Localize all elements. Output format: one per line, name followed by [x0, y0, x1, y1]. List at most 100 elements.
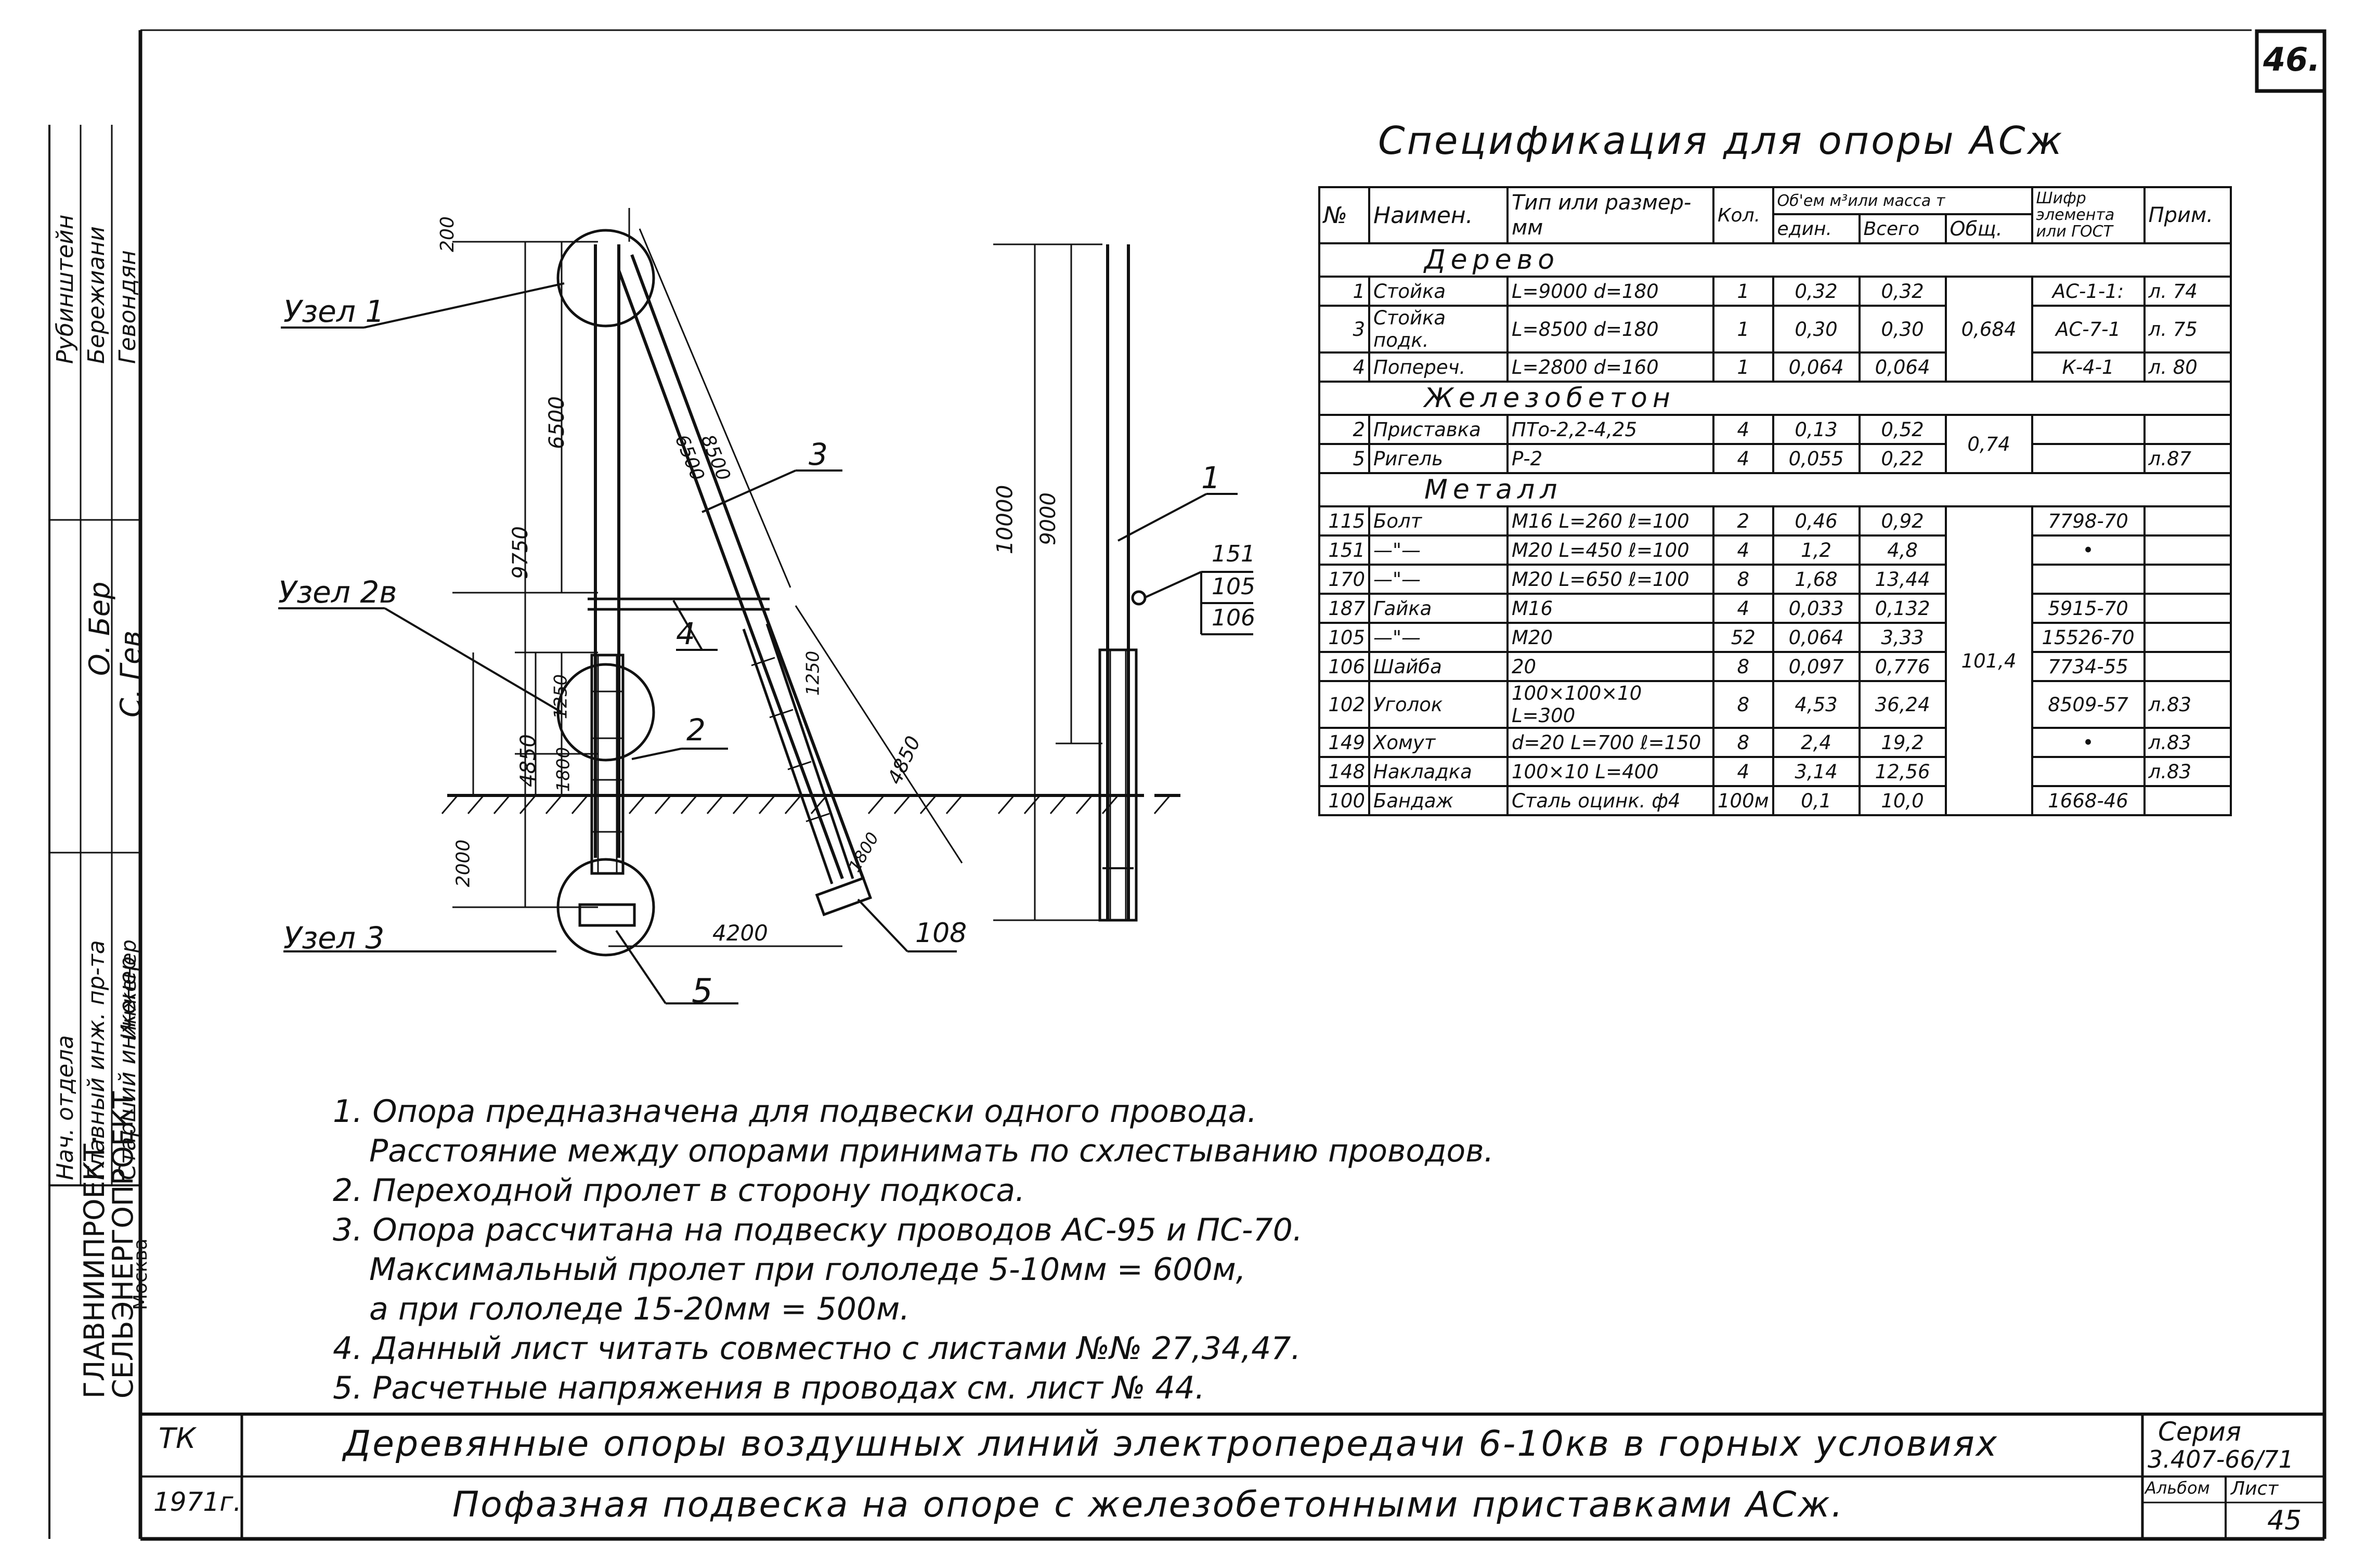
spec-section-concrete: Железобетон	[1318, 381, 2232, 416]
spec-cell-unit: 1,68	[1772, 564, 1861, 595]
spec-cell-type: L=8500 d=180	[1506, 305, 1714, 354]
spec-cell-code: 8509-57	[2031, 680, 2146, 729]
spec-subheader-row: един. Всего Общ.	[1319, 213, 2231, 244]
spec-cell-name: —"—	[1368, 564, 1509, 595]
spec-cell-qty: 1	[1712, 305, 1774, 354]
spec-cell-code: К-4-1	[2031, 351, 2146, 383]
spec-cell-type: М16	[1506, 593, 1714, 624]
spec-cell-type: L=9000 d=180	[1506, 276, 1714, 307]
spec-cell-no: 2	[1318, 414, 1370, 445]
dim-1250: 1250	[550, 674, 571, 720]
spec-cell-type: ПТо-2,2-4,25	[1506, 414, 1714, 445]
spec-cell-note	[2143, 593, 2232, 624]
year-label: 1971г.	[153, 1487, 242, 1517]
spec-cell-unit: 0,13	[1772, 414, 1861, 445]
note-line: 4. Данный лист читать совместно с листам…	[333, 1330, 1301, 1367]
spec-cell-code: 1668-46	[2031, 785, 2146, 816]
col-name: Наимен.	[1368, 186, 1509, 244]
album-label: Альбом	[2145, 1478, 2210, 1498]
spec-cell-note	[2143, 534, 2232, 566]
stamp-sign-2: С. Гев	[114, 630, 147, 717]
spec-cell-unit: 0,055	[1772, 443, 1861, 474]
note-line: Расстояние между опорами принимать по сх…	[369, 1133, 1494, 1169]
spec-cell-code	[2031, 756, 2146, 787]
spec-cell-qty: 52	[1712, 622, 1774, 653]
spec-cell-name: Хомут	[1368, 727, 1509, 758]
spec-cell-code: 7798-70	[2031, 505, 2146, 537]
spec-cell-unit: 0,064	[1772, 351, 1861, 383]
dim-2000: 2000	[452, 839, 474, 887]
spec-cell-qty: 8	[1712, 727, 1774, 758]
spec-cell-code: 15526-70	[2031, 622, 2146, 653]
node-2-label: Узел 2в	[278, 574, 397, 610]
spec-cell-name: Попереч.	[1368, 351, 1509, 383]
spec-cell-total: 0,30	[1858, 305, 1947, 354]
spec-cell-unit: 0,30	[1772, 305, 1861, 354]
stamp-name-3: Гевондян	[114, 250, 141, 364]
dim-9750: 9750	[508, 526, 532, 579]
spec-cell-no: 170	[1318, 564, 1370, 595]
dim-200: 200	[436, 216, 458, 252]
spec-cell-no: 100	[1318, 785, 1370, 816]
spec-cell-name: Стойка	[1368, 276, 1509, 307]
stamp-name-1: Рубинштейн	[52, 214, 79, 364]
spec-section-row: Дерево	[1318, 242, 2232, 278]
spec-section-wood: Дерево	[1318, 242, 2232, 278]
spec-cell-unit: 0,46	[1772, 505, 1861, 537]
stamp-role-4: Инженер	[117, 939, 141, 1040]
node-3-label: Узел 3	[283, 920, 385, 956]
spec-cell-code: 5915-70	[2031, 593, 2146, 624]
col-vol: Об'ем м³или масса т	[1772, 186, 2033, 215]
spec-cell-code: АС-1-1:	[2031, 276, 2146, 307]
spec-cell-total: 36,24	[1858, 680, 1947, 729]
spec-cell-name: Шайба	[1368, 651, 1509, 682]
stamp-role-1: Нач. отдела	[52, 1035, 79, 1180]
callout-1: 1	[1201, 460, 1220, 495]
note-line: а при гололеде 15-20мм = 500м.	[369, 1291, 910, 1327]
spec-cell-name: Болт	[1368, 505, 1509, 537]
spec-table: № Наимен. Тип или размер-мм Кол. Об'ем м…	[1318, 186, 2232, 816]
spec-cell-no: 106	[1318, 651, 1370, 682]
spec-cell-no: 151	[1318, 534, 1370, 566]
spec-cell-total: 0,132	[1858, 593, 1947, 624]
spec-cell-code	[2031, 564, 2146, 595]
spec-cell-code: 7734-55	[2031, 651, 2146, 682]
spec-cell-type: 20	[1506, 651, 1714, 682]
spec-cell-note	[2143, 564, 2232, 595]
spec-cell-no: 3	[1318, 305, 1370, 354]
spec-cell-total: 13,44	[1858, 564, 1947, 595]
spec-cell-note: л.83	[2143, 727, 2232, 758]
spec-cell-unit: 4,53	[1772, 680, 1861, 729]
callout-108: 108	[915, 918, 967, 949]
dim-6500: 6500	[544, 396, 569, 449]
spec-cell-qty: 4	[1712, 756, 1774, 787]
note-line: Максимальный пролет при гололеде 5-10мм …	[369, 1251, 1246, 1288]
spec-cell-qty: 4	[1712, 593, 1774, 624]
spec-cell-qty: 8	[1712, 651, 1774, 682]
spec-cell-qty: 8	[1712, 564, 1774, 595]
note-line: 5. Расчетные напряжения в проводах см. л…	[333, 1370, 1205, 1406]
spec-cell-total: 4,8	[1858, 534, 1947, 566]
spec-cell-no: 5	[1318, 443, 1370, 474]
spec-cell-total: 0,776	[1858, 651, 1947, 682]
spec-cell-total: 0,064	[1858, 351, 1947, 383]
spec-cell-total: 10,0	[1858, 785, 1947, 816]
col-note: Прим.	[2143, 186, 2232, 244]
spec-cell-name: —"—	[1368, 534, 1509, 566]
spec-cell-unit: 0,1	[1772, 785, 1861, 816]
title-line-2: Пофазная подвеска на опоре с железобетон…	[452, 1484, 1844, 1525]
callout-105: 105	[1212, 573, 1255, 600]
spec-cell-qty: 4	[1712, 534, 1774, 566]
spec-cell-name: Приставка	[1368, 414, 1509, 445]
spec-cell-note: л. 75	[2143, 305, 2232, 354]
spec-cell-total: 0,52	[1858, 414, 1947, 445]
